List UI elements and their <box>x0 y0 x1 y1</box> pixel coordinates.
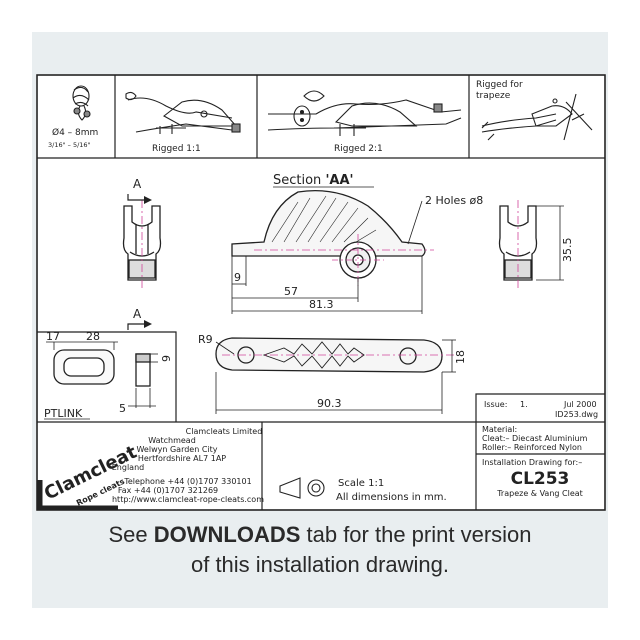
ptlink-drawing <box>53 349 151 387</box>
rigged-trapeze-label-1: Rigged for <box>476 80 523 90</box>
section-line-top <box>127 194 144 201</box>
scale-label: Scale 1:1 <box>338 478 384 489</box>
issue-label: Issue: <box>484 400 507 409</box>
units-label: All dimensions in mm. <box>336 492 447 503</box>
dim-r9: R9 <box>198 333 213 346</box>
company-phone: Telephone +44 (0)1707 330101 <box>123 477 251 486</box>
rigged-2-sketch <box>267 90 462 136</box>
material-cleat: Cleat:– Diecast Aluminium <box>482 434 588 443</box>
installation-for: Installation Drawing for:– <box>482 458 582 467</box>
dimension-lines <box>215 339 456 414</box>
caption-text: tab for the print version <box>300 522 532 547</box>
rigged-1-sketch <box>125 91 241 134</box>
company-line: Hertfordshire AL7 1AP <box>138 454 226 463</box>
material-title: Material: <box>482 425 517 434</box>
dimension-lines <box>46 341 158 408</box>
arrowhead <box>144 320 152 328</box>
holes-label: 2 Holes ø8 <box>425 194 483 207</box>
downloads-highlight: DOWNLOADS <box>153 522 301 547</box>
dim-35-5: 35.5 <box>561 238 574 263</box>
dim-9-section: 9 <box>234 271 241 284</box>
dimension-lines <box>231 256 423 314</box>
dim-18: 18 <box>454 350 467 364</box>
dim-17: 17 <box>46 330 60 343</box>
product-name: Trapeze & Vang Cleat <box>496 489 583 498</box>
section-arrow-bottom: A <box>133 307 142 321</box>
rope-range-imperial: 3/16" – 5/16" <box>48 141 91 149</box>
model-number: CL253 <box>511 469 570 489</box>
rope-range-metric: Ø4 – 8mm <box>52 127 98 138</box>
arrowhead <box>144 196 152 204</box>
rigged-1-label: Rigged 1:1 <box>152 144 201 154</box>
leader-line <box>407 200 423 245</box>
issue-file: ID253.dwg <box>555 410 598 419</box>
company-line: Watchmead <box>148 436 196 445</box>
scale-symbol <box>279 477 325 499</box>
drawing-border <box>36 74 606 511</box>
caption-text: See <box>108 522 154 547</box>
ptlink-box <box>37 331 177 422</box>
dimension-lines <box>536 205 564 281</box>
downloads-caption-line-1: See DOWNLOADS tab for the print version <box>32 522 608 548</box>
dim-90-3: 90.3 <box>317 397 342 410</box>
dim-5: 5 <box>119 402 126 415</box>
dim-28: 28 <box>86 330 100 343</box>
trapeze-sketch <box>481 93 593 141</box>
section-arrow-top: A <box>133 177 142 191</box>
dim-9-ptlink: 9 <box>160 355 173 362</box>
issue-date: Jul 2000 <box>563 400 597 409</box>
company-line: Welwyn Garden City <box>136 445 217 454</box>
section-aa-profile <box>231 189 426 279</box>
leader-line <box>215 341 235 355</box>
rigged-2-label: Rigged 2:1 <box>334 144 383 154</box>
company-line: England <box>112 463 144 472</box>
company-web: http://www.clamcleat-rope-cleats.com <box>112 495 264 504</box>
drawing-svg: Ø4 – 8mm 3/16" – 5/16" Rigged 1:1 Rigged… <box>36 74 606 511</box>
company-line: Clamcleats Limited <box>186 427 263 436</box>
titleblock-border <box>475 393 605 510</box>
rigged-trapeze-label-2: trapeze <box>476 91 511 101</box>
downloads-caption-line-2: of this installation drawing. <box>190 552 450 577</box>
company-fax: Fax +44 (0)1707 321269 <box>118 486 218 495</box>
rope-icon <box>72 85 91 121</box>
ptlink-label: PTLINK <box>44 407 83 420</box>
issue-number: 1. <box>520 400 528 409</box>
dim-57: 57 <box>284 285 298 298</box>
section-line-bottom <box>127 323 144 330</box>
installation-drawing-sheet: Ø4 – 8mm 3/16" – 5/16" Rigged 1:1 Rigged… <box>36 74 606 511</box>
dim-81-3: 81.3 <box>309 298 334 311</box>
section-label: Section 'AA' <box>273 173 354 188</box>
material-roller: Roller:– Reinforced Nylon <box>482 443 582 452</box>
